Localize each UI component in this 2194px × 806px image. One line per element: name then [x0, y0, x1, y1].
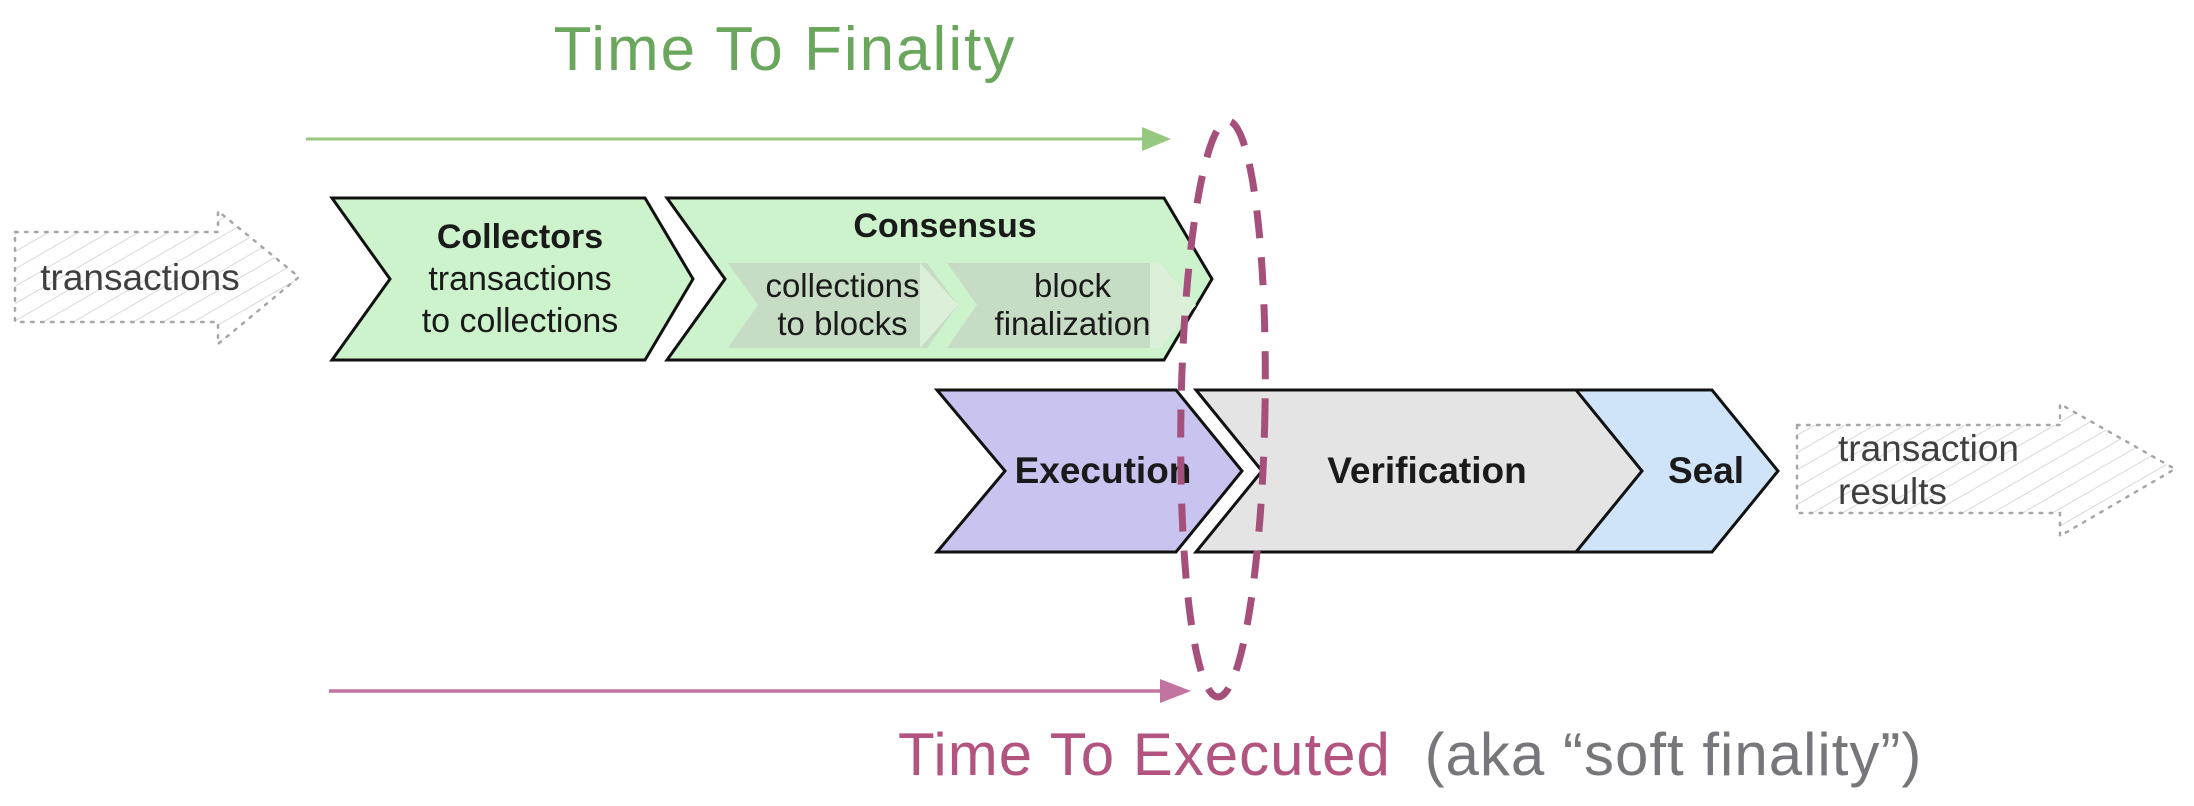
finality-arrow [306, 127, 1171, 151]
executed-arrow [329, 679, 1191, 703]
time-to-executed-text: Time To Executed [898, 721, 1391, 788]
time-to-executed-title: Time To Executed (aka “soft finality”) [898, 720, 1922, 789]
block-finalization-label: block finalization [994, 267, 1151, 342]
collections-to-blocks-label: collections to blocks [765, 267, 920, 342]
collectors-title: Collectors [436, 218, 604, 256]
consensus-title: Consensus [853, 207, 1037, 245]
time-to-finality-title: Time To Finality [553, 15, 1017, 84]
transaction-results-label: transaction results [1838, 428, 2019, 512]
soft-finality-note: (aka “soft finality”) [1424, 721, 1923, 788]
finality-arrowhead-icon [1142, 127, 1171, 151]
execution-label: Execution [1014, 450, 1192, 491]
seal-label: Seal [1667, 450, 1745, 491]
executed-arrowhead-icon [1160, 679, 1191, 703]
collections-to-blocks-subchevron-tip [920, 263, 958, 348]
verification-label: Verification [1327, 450, 1527, 491]
collectors-label: Collectors transactions to collections [421, 218, 619, 340]
transactions-input-label: transactions [40, 256, 240, 298]
